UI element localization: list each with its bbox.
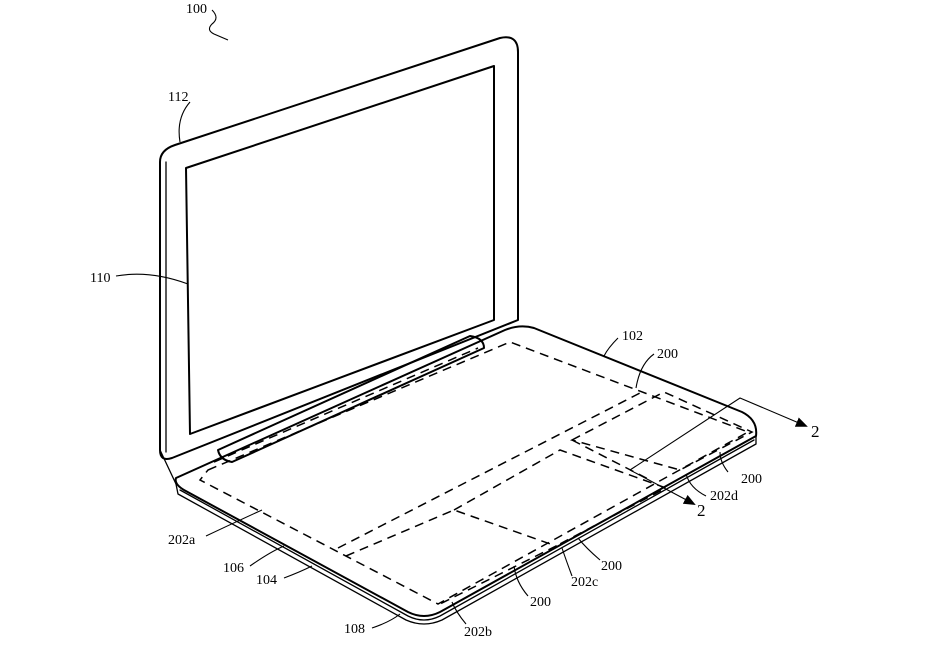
dashed-sensing-regions [198,341,754,605]
leader-lines [115,9,729,629]
label-section-2-lower: 2 [697,501,706,520]
display-housing [159,36,519,485]
display-screen [185,65,495,435]
hinge [217,335,485,463]
label-200-top: 200 [657,347,678,362]
label-112: 112 [168,90,188,105]
label-104: 104 [256,573,277,588]
reference-labels: 100 112 110 102 200 200 202d 200 202c 20… [90,2,820,640]
label-200-bottom: 200 [530,595,551,610]
label-106: 106 [223,561,244,576]
label-100: 100 [186,2,207,17]
label-section-2-right: 2 [811,422,820,441]
label-202d: 202d [710,489,738,504]
label-200-mid: 200 [601,559,622,574]
label-110: 110 [90,271,110,286]
label-200-right: 200 [741,472,762,487]
label-202c: 202c [571,575,598,590]
section-line [629,397,808,505]
base-housing [174,325,758,625]
label-202a: 202a [168,533,196,548]
label-102: 102 [622,329,643,344]
label-202b: 202b [464,625,492,640]
label-108: 108 [344,622,365,637]
